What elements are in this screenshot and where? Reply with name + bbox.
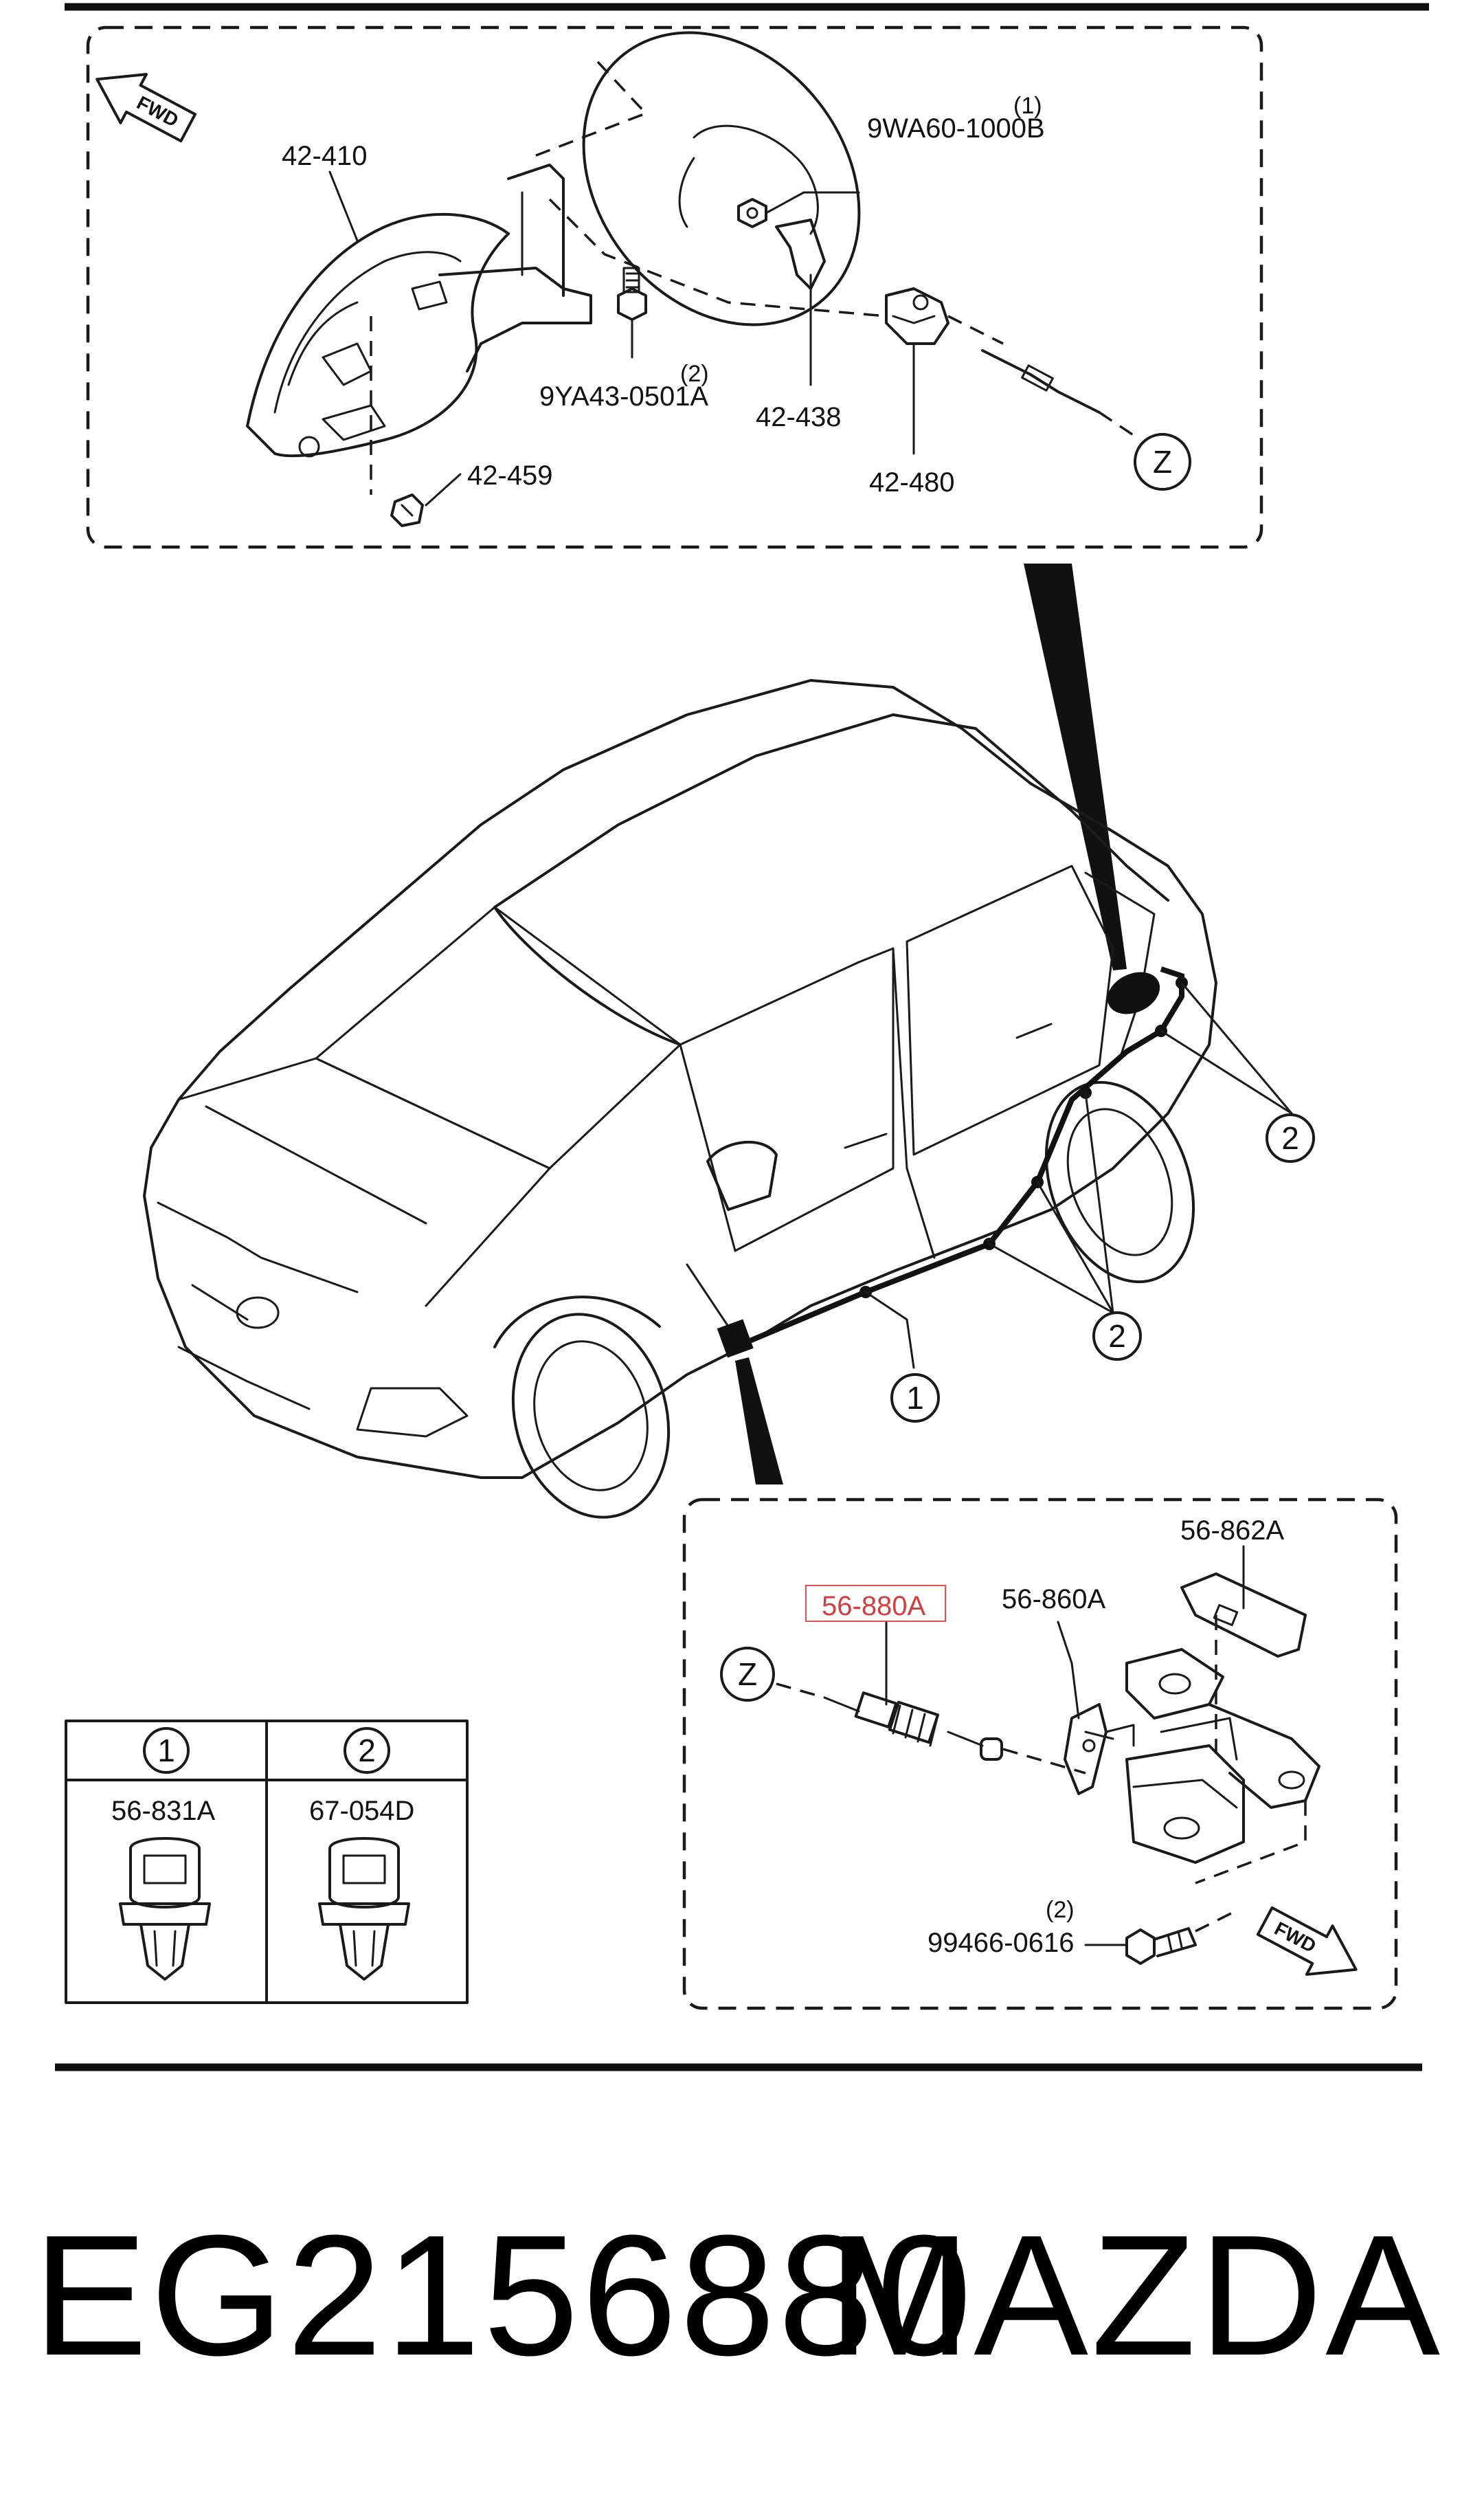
- cable-label-highlight: [805, 1585, 946, 1622]
- callout-circle-1: [890, 1373, 940, 1423]
- legend-part-2: 67-054D: [309, 1796, 414, 1826]
- bottom-bolt-icon: [1125, 1927, 1197, 1965]
- clip-icon: [390, 493, 424, 527]
- opener-bracket: [1125, 1648, 1320, 1864]
- opener-lever: [1064, 1703, 1135, 1795]
- parts-diagram: FWD: [55, 3, 1429, 2071]
- label-42-438: 42-438: [756, 402, 842, 432]
- fwd-label: FWD: [133, 92, 182, 131]
- fwd-arrow-icon-bottom: FWD: [1256, 1906, 1358, 1976]
- ref-z-circle-top: [1134, 433, 1191, 491]
- opener-cable-route: [734, 966, 1184, 1350]
- label-56-860A: 56-860A: [1002, 1584, 1106, 1614]
- ref-z-circle-bottom: [720, 1647, 775, 1702]
- legend-circle-2: [344, 1727, 390, 1774]
- bolt-icon: [617, 267, 647, 321]
- callout-2-lower: 2: [1108, 1318, 1126, 1354]
- label-9YA43-0501A: 9YA43-0501A: [539, 381, 708, 412]
- opener-cable-end: [823, 1691, 1003, 1761]
- clip-legend-table: 1 2 56-831A 67-054D: [65, 1720, 469, 2004]
- pointer-wedge-bottom: [735, 1357, 783, 1484]
- legend-part-1: 56-831A: [111, 1796, 216, 1826]
- label-9WA60-1000B: 9WA60-1000B: [867, 113, 1045, 144]
- label-56-880A: 56-880A: [822, 1591, 926, 1621]
- bottom-inset: Z 56-880A: [682, 1498, 1398, 2010]
- ref-z-top: Z: [1153, 444, 1172, 480]
- callout-circle-2-lower: [1092, 1311, 1142, 1361]
- fwd-label-bottom: FWD: [1271, 1917, 1320, 1957]
- top-inset-frame: [86, 25, 1263, 549]
- footer: EG2156880 MAZDA: [0, 2192, 1484, 2399]
- ref-z-bottom: Z: [738, 1656, 757, 1692]
- pointer-wedge-top: [1024, 564, 1127, 970]
- legend-num-2: 2: [358, 1733, 376, 1768]
- bottom-inset-frame: [682, 1498, 1398, 2010]
- brand-name: MAZDA: [828, 2199, 1443, 2391]
- fuel-lid-door: [582, 31, 861, 326]
- label-bolt-qty: (2): [680, 361, 709, 387]
- legend-circle-1: [143, 1727, 190, 1774]
- callout-circle-2-upper: [1266, 1113, 1315, 1163]
- label-bottom-bolt-qty: (2): [1046, 1897, 1075, 1923]
- label-42-480: 42-480: [869, 467, 955, 498]
- vehicle-illustration: 2 2 1: [143, 564, 1315, 1519]
- part-number: EG2156880: [33, 2199, 975, 2391]
- label-42-459: 42-459: [467, 460, 553, 491]
- callout-2-upper: 2: [1281, 1120, 1299, 1156]
- label-nut-qty: (1): [1013, 93, 1042, 119]
- top-inset: FWD: [86, 25, 1263, 549]
- legend-num-1: 1: [157, 1733, 175, 1768]
- clip-67-054D-icon: [318, 1837, 410, 1981]
- lid-opener-actuator: [885, 287, 949, 345]
- lever-cover: [1180, 1572, 1307, 1658]
- fuel-lid-spot: [1107, 972, 1160, 1014]
- label-56-862A: 56-862A: [1180, 1515, 1285, 1546]
- nut-icon: [737, 198, 767, 228]
- clip-56-831A-icon: [119, 1837, 211, 1981]
- fuel-lid-panel: [246, 164, 592, 458]
- fwd-arrow-icon: FWD: [95, 73, 196, 143]
- label-99466-0616: 99466-0616: [928, 1928, 1075, 1958]
- label-42-410: 42-410: [282, 141, 368, 171]
- callout-1: 1: [906, 1380, 924, 1416]
